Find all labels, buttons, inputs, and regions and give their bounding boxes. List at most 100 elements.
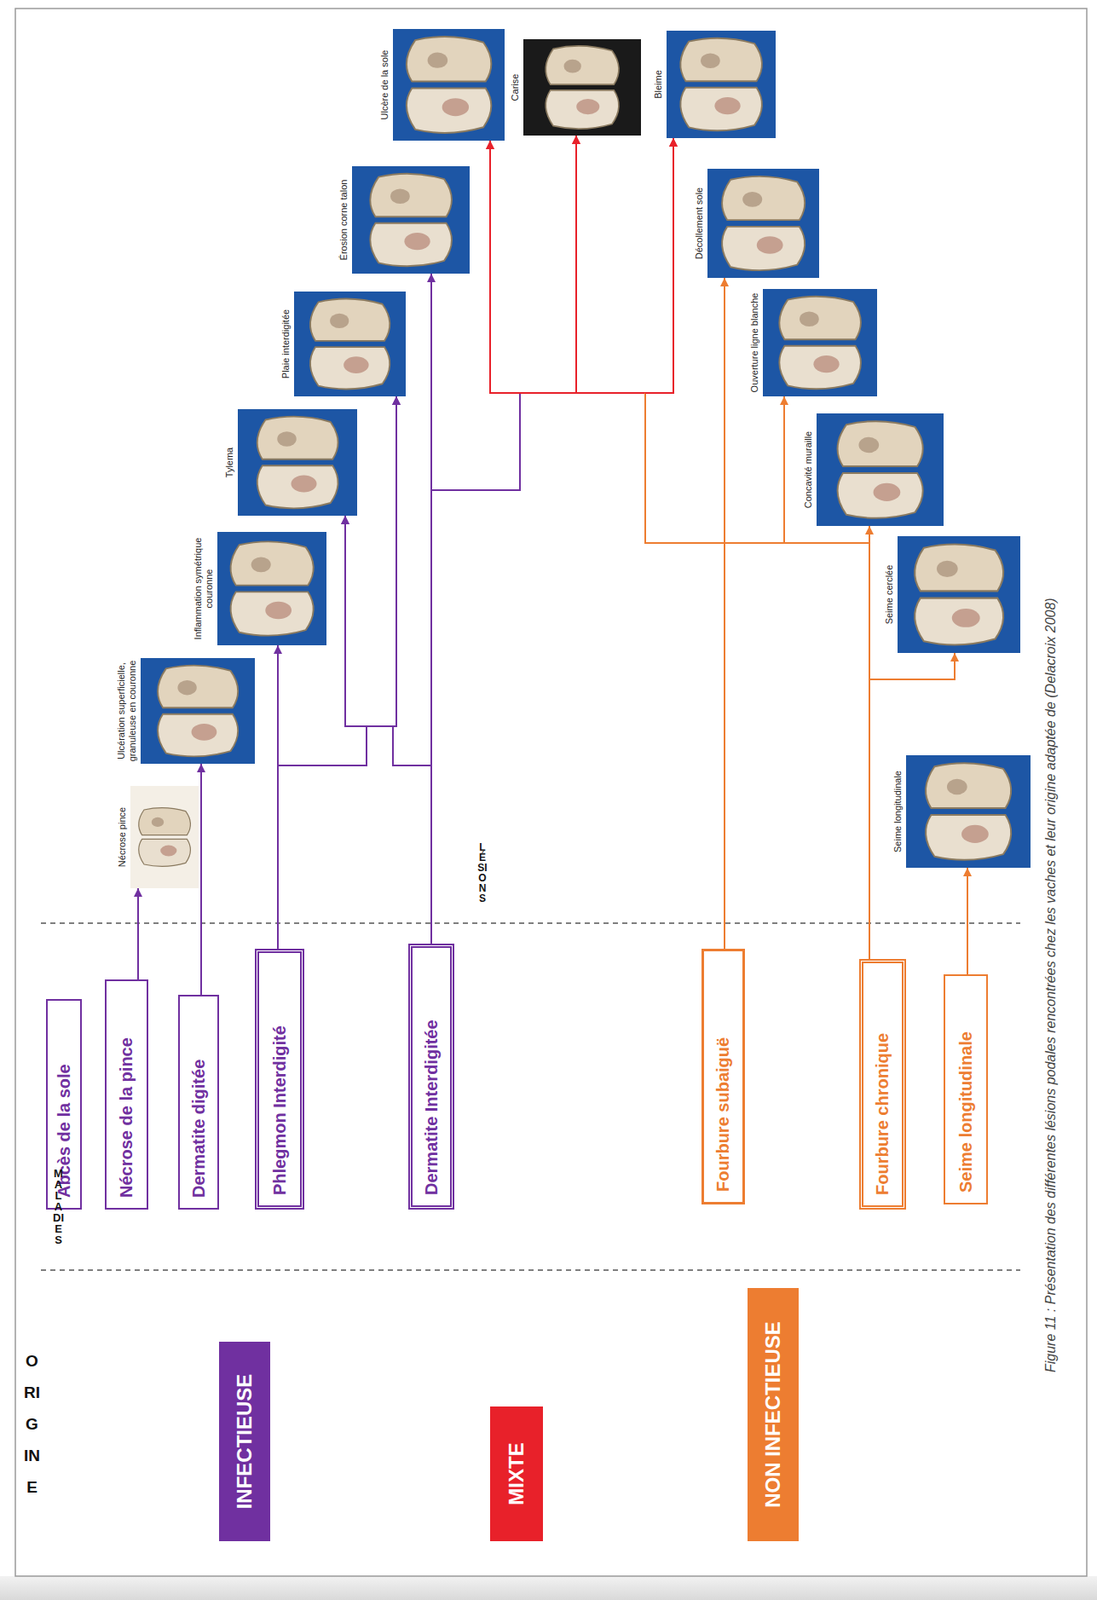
lesion-label: Seime longitudinale [892, 755, 904, 868]
connector [645, 138, 870, 959]
origin-box: MIXTE [490, 1406, 543, 1542]
connector-line [137, 888, 139, 980]
section-label: MALADIES [52, 1167, 64, 1246]
connector-line [277, 396, 397, 949]
lesion-photo [897, 536, 1021, 653]
disease-box: Dermatite Interdigitée [408, 943, 455, 1210]
lesion-node: Plaie interdigitée [294, 291, 406, 397]
lesion-node: Érosion corne talon [352, 166, 470, 274]
box-label: Dermatite digitée [189, 1059, 209, 1198]
box-label: Phlegmon Interdigité [270, 1025, 290, 1196]
connector [277, 396, 397, 949]
lesion-photo [352, 166, 470, 274]
disease-box: Fourbure subaiguë [701, 948, 745, 1205]
box-label: Fourbure chronique [872, 1033, 893, 1196]
lesion-label: Ouverture ligne blanche [749, 288, 761, 397]
box-label: NON INFECTIEUSE [761, 1321, 786, 1508]
connector [724, 277, 726, 949]
lesion-node: Tylema [237, 409, 358, 516]
lesion-node: Ulcère de la sole [392, 28, 505, 141]
connector-line [784, 396, 870, 959]
disease-box: Dermatite digitée [178, 994, 220, 1210]
lesion-node: Seime longitudinale [906, 755, 1031, 868]
lesion-node: Bleime [666, 30, 776, 139]
box-label: Fourbure subaiguë [713, 1037, 734, 1192]
lesion-label: Inflammation symétrique couronne [192, 531, 215, 646]
lesion-photo [707, 168, 820, 278]
lesion-label: Ulcère de la sole [379, 28, 391, 141]
lesion-label: Nécrose pince [116, 785, 128, 889]
lesion-node: Nécrose pince [130, 785, 199, 889]
origin-box: NON INFECTIEUSE [747, 1287, 799, 1542]
connector-line [490, 140, 646, 393]
lesion-node: Seime cerclée [897, 536, 1021, 653]
lesion-label: Bleime [652, 30, 664, 139]
connector-line [519, 138, 674, 393]
connector-line [345, 515, 432, 944]
connector-line [431, 392, 520, 944]
connector [869, 652, 955, 959]
connector [277, 515, 367, 949]
box-label: INFECTIEUSE [232, 1374, 257, 1510]
lesion-node: Ulcération superficielle, granuleuse en … [140, 658, 255, 764]
connector-line [576, 135, 646, 393]
lesion-node: Concavité muraille [816, 413, 944, 526]
connector-line [723, 277, 726, 949]
connector-line [645, 392, 870, 959]
origin-box: INFECTIEUSE [219, 1341, 271, 1542]
connector-line [392, 396, 432, 944]
connector [784, 396, 870, 959]
connector-line [431, 392, 520, 944]
lesion-node: Ouverture ligne blanche [762, 288, 878, 397]
lesion-photo [392, 28, 505, 141]
lesion-label: Décollement sole [693, 168, 705, 278]
disease-box: Phlegmon Interdigité [254, 948, 305, 1210]
connector [431, 140, 520, 944]
figure-caption: Figure 11 : Présentation des différentes… [1043, 597, 1059, 1373]
connector [431, 138, 674, 944]
connector-line [200, 763, 203, 995]
lesion-label: Carise [509, 39, 521, 136]
disease-box: Fourbure chronique [859, 958, 907, 1210]
connector [967, 867, 969, 975]
dashed-divider [40, 922, 1021, 924]
dashed-divider [40, 1269, 1021, 1271]
lesion-label: Ulcération superficielle, granuleuse en … [115, 658, 139, 764]
lesion-label: Tylema [224, 409, 236, 516]
lesion-photo [294, 291, 406, 397]
connector-line [645, 138, 674, 393]
box-label: Nécrose de la pince [116, 1037, 137, 1198]
lesion-node: Décollement sole [707, 168, 820, 278]
disease-box: Nécrose de la pince [104, 979, 149, 1210]
lesion-photo [762, 288, 878, 397]
connector [138, 888, 139, 980]
lesion-photo [217, 531, 327, 646]
lesion-photo [237, 409, 358, 516]
disease-box: Abcès de la sole [46, 998, 82, 1210]
lesion-photo [130, 785, 199, 889]
box-label: Dermatite Interdigitée [421, 1019, 442, 1196]
lesion-label: Concavité muraille [802, 413, 815, 526]
connector-line [277, 515, 367, 949]
connector-line [431, 392, 520, 944]
connector [392, 396, 432, 944]
connector-line [519, 135, 577, 393]
connector-line [645, 392, 870, 959]
disease-box: Seime longitudinale [943, 974, 988, 1205]
connector-line [645, 392, 870, 959]
bottom-strip [0, 1576, 1097, 1600]
connector-line [966, 867, 969, 975]
lesion-node: Inflammation symétrique couronne [217, 531, 327, 646]
lesion-photo [816, 413, 944, 526]
section-label: LÉSIONS [477, 842, 488, 904]
lesion-photo [140, 658, 255, 764]
connector [490, 140, 870, 959]
lesion-label: Seime cerclée [883, 536, 895, 653]
lesion-photo [523, 39, 641, 136]
box-label: MIXTE [504, 1442, 529, 1505]
lesion-node: Carise [523, 39, 641, 136]
connector [576, 135, 870, 959]
